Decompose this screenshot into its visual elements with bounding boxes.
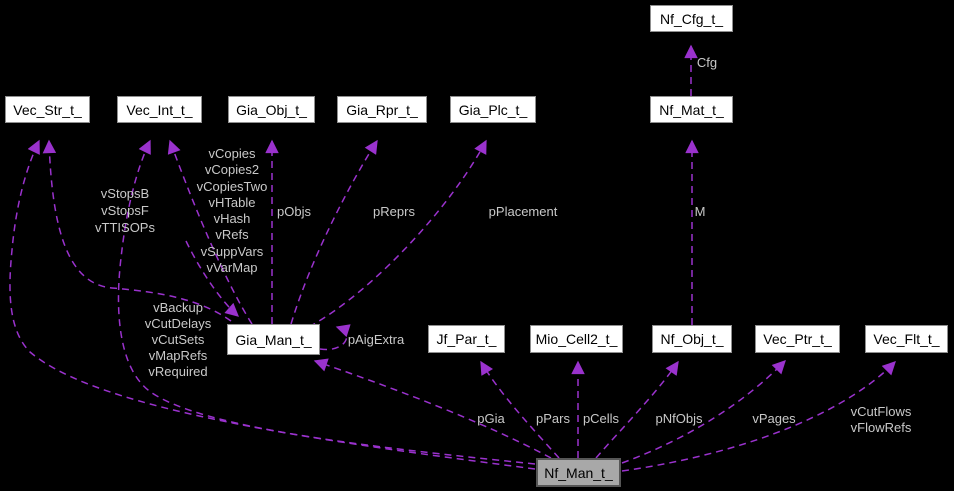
edge-pnfobjs bbox=[595, 360, 679, 459]
edge-label-vpages: vPages bbox=[752, 411, 796, 426]
edge-label-preprs: pReprs bbox=[373, 204, 415, 219]
edge-label-pobjs: pObjs bbox=[277, 204, 311, 219]
node-gia-rpr[interactable]: Gia_Rpr_t_ bbox=[337, 96, 427, 123]
node-nf-cfg[interactable]: Nf_Cfg_t_ bbox=[650, 5, 733, 32]
node-mio-cell2[interactable]: Mio_Cell2_t_ bbox=[530, 325, 623, 353]
edge-label-pcells: pCells bbox=[582, 411, 620, 426]
edge-label-group-nf-vecflt: vCutFlows vFlowRefs bbox=[850, 404, 912, 435]
edge-label-cfg: Cfg bbox=[696, 55, 718, 70]
node-gia-man[interactable]: Gia_Man_t_ bbox=[227, 324, 320, 355]
node-nf-mat[interactable]: Nf_Mat_t_ bbox=[650, 96, 733, 123]
edge-pplacement bbox=[308, 139, 487, 328]
edge-label-ppars: pPars bbox=[536, 411, 570, 426]
edge-preprs bbox=[290, 139, 378, 325]
node-vec-ptr[interactable]: Vec_Ptr_t_ bbox=[755, 325, 840, 353]
node-vec-flt[interactable]: Vec_Flt_t_ bbox=[865, 325, 948, 353]
edge-nf-far-left bbox=[9, 139, 536, 470]
node-nf-man[interactable]: Nf_Man_t_ bbox=[536, 458, 621, 487]
edge-gia-vecstr bbox=[42, 139, 232, 322]
edge-label-group-gia-vecint: vCopies vCopies2 vCopiesTwo vHTable vHas… bbox=[196, 146, 268, 276]
edge-gia-vecint bbox=[167, 139, 253, 325]
node-gia-plc[interactable]: Gia_Plc_t_ bbox=[450, 96, 536, 123]
edge-label-pgia: pGia bbox=[477, 411, 505, 426]
edge-ppars bbox=[480, 360, 560, 459]
edge-label-group-gia-vecstr: vStopsB vStopsF vTTISOPs bbox=[95, 186, 155, 235]
node-gia-obj[interactable]: Gia_Obj_t_ bbox=[228, 96, 315, 123]
edge-label-m: M bbox=[694, 204, 706, 219]
edge-label-group-nf-vecint: vBackup vCutDelays vCutSets vMapRefs vRe… bbox=[144, 300, 212, 379]
node-vec-str[interactable]: Vec_Str_t_ bbox=[5, 96, 90, 123]
edge-paigextra bbox=[319, 324, 351, 351]
edge-into-giaman bbox=[185, 240, 240, 317]
node-jf-par[interactable]: Jf_Par_t_ bbox=[428, 325, 505, 353]
edge-label-pnfobjs: pNfObjs bbox=[655, 411, 703, 426]
node-vec-int[interactable]: Vec_Int_t_ bbox=[117, 96, 202, 123]
edge-label-pplacement: pPlacement bbox=[488, 204, 558, 219]
edge-vpages bbox=[621, 360, 786, 464]
edge-label-paigextra: pAigExtra bbox=[347, 332, 405, 347]
node-nf-obj[interactable]: Nf_Obj_t_ bbox=[652, 325, 732, 353]
edge-vecflt bbox=[621, 361, 896, 472]
